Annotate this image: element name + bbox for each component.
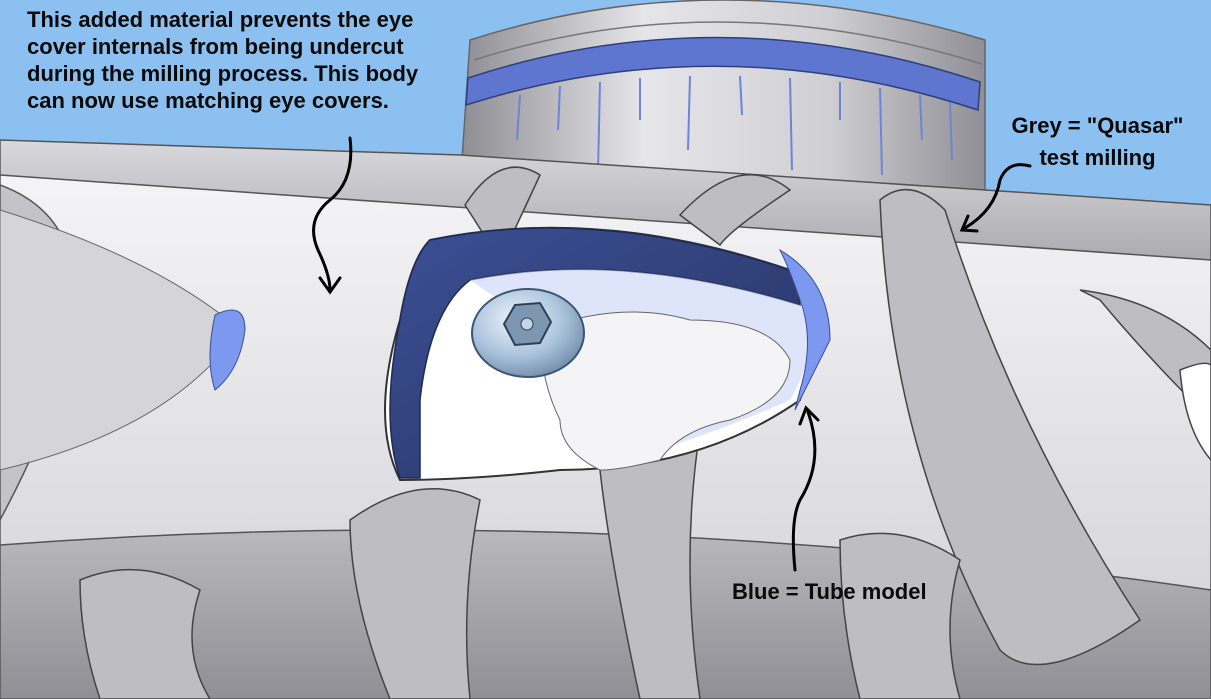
annotation-arrows <box>312 136 1032 572</box>
blue-left-patch <box>209 309 246 391</box>
arrow-grey <box>963 163 1032 230</box>
cylinder-boss <box>459 0 986 191</box>
raised-cam-pad <box>539 311 791 471</box>
annotation-added-material: This added material prevents the eye cov… <box>27 7 419 113</box>
annotation-blue-legend: Blue = Tube model <box>732 579 927 604</box>
arrow-added-material <box>312 136 353 292</box>
annotation-grey-legend: Grey = "Quasar" test milling <box>1000 110 1195 174</box>
milling-ribs <box>79 166 1211 699</box>
grey-legend-line-1: Grey = "Quasar" <box>1011 113 1184 138</box>
blue-edge-sliver <box>778 248 831 411</box>
grey-legend-line-2: test milling <box>1039 145 1156 170</box>
blue-ring <box>465 36 981 112</box>
screw-head <box>471 288 585 378</box>
arrow-blue <box>791 410 817 572</box>
